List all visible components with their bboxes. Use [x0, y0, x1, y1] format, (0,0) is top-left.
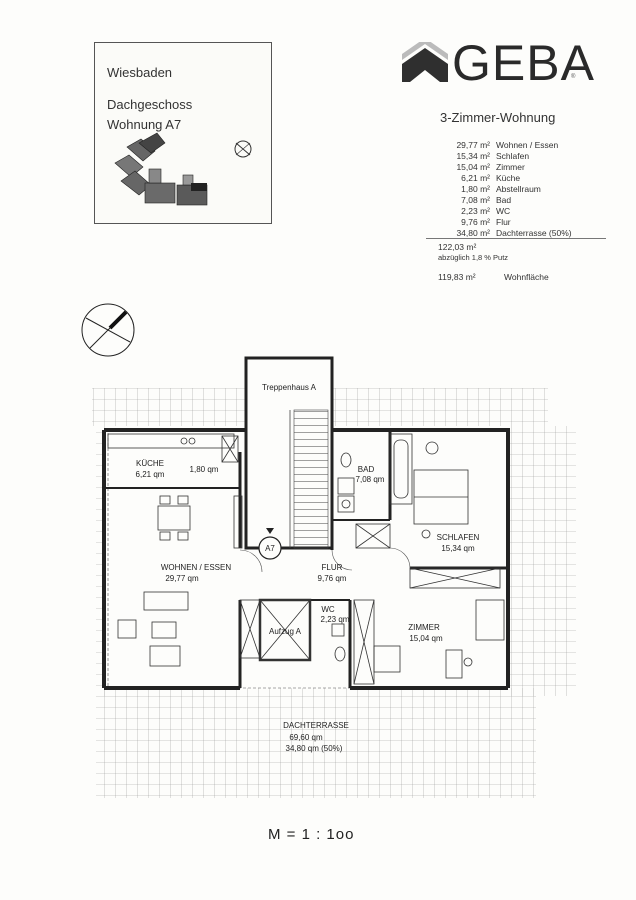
lift-wc [258, 598, 346, 662]
unit-badge-label: A7 [265, 544, 275, 553]
gross-total: 122,03 m² [438, 242, 477, 252]
stair-core [244, 356, 334, 550]
compass-small-icon [234, 140, 252, 158]
area-label: Schlafen [496, 151, 530, 161]
area-value: 6,21 m² [461, 173, 490, 183]
area-value: 15,34 m² [456, 151, 490, 161]
area-value: 1,80 m² [461, 184, 490, 194]
area-label: Dachterrasse (50%) [496, 228, 572, 238]
bedroom-name: SCHLAFEN [437, 533, 480, 542]
area-value: 15,04 m² [456, 162, 490, 172]
floor-plan: A7 Treppenhaus A KÜCHE 6,21 qm 1,80 qm B… [92, 356, 576, 798]
storage-area: 1,80 qm [190, 465, 219, 474]
geba-logo-icon [402, 42, 448, 82]
hall-area: 9,76 qm [318, 574, 347, 583]
door-swings [239, 547, 411, 573]
kitchen-name: KÜCHE [136, 459, 164, 468]
net-total-label: Wohnfläche [504, 272, 549, 282]
dining-table [157, 495, 191, 541]
bath-fixtures [337, 433, 413, 549]
room-name: ZIMMER [408, 623, 440, 632]
unit-badge-icon [258, 528, 282, 560]
area-row: 15,04 m² Zimmer [426, 162, 606, 173]
living-name: WOHNEN / ESSEN [161, 563, 231, 572]
lift-label: Aufzug A [269, 627, 302, 636]
area-row: 29,77 m² Wohnen / Essen [426, 140, 606, 151]
room-furniture [353, 599, 505, 685]
bedroom-furniture [409, 441, 501, 589]
area-value: 34,80 m² [456, 228, 490, 238]
area-label: Flur [496, 217, 511, 227]
terrace-area: 69,60 qm [289, 733, 323, 742]
area-label: Abstellraum [496, 184, 541, 194]
living-furniture [117, 591, 261, 667]
wc-name: WC [321, 605, 335, 614]
compass-icon [81, 303, 135, 357]
area-label: Bad [496, 195, 512, 205]
area-label: Wohnen / Essen [496, 140, 559, 150]
city-label: Wiesbaden [107, 65, 173, 80]
area-label: WC [496, 206, 511, 216]
kitchen-area: 6,21 qm [136, 470, 165, 479]
hall-name: FLUR [322, 563, 343, 572]
area-row: 2,23 m² WC [426, 206, 606, 217]
area-row: 9,76 m² Flur [426, 217, 606, 228]
area-value: 7,08 m² [461, 195, 490, 205]
unit-label: Wohnung A7 [107, 117, 182, 132]
building-footprint [114, 132, 208, 206]
area-row: 6,21 m² Küche [426, 173, 606, 184]
scale-label: M = 1 : 1oo [268, 826, 355, 843]
unit-a7-marker [191, 183, 207, 191]
bedroom-area: 15,34 qm [441, 544, 475, 553]
area-row: 7,08 m² Bad [426, 195, 606, 206]
terrace-tiles [92, 388, 576, 798]
stair-label: Treppenhaus A [262, 383, 317, 392]
bath-area: 7,08 qm [356, 475, 385, 484]
registered-mark: ® [571, 74, 576, 80]
brand-name: GEBA [452, 35, 595, 91]
net-total-value: 119,83 m² [438, 272, 476, 282]
area-label: Zimmer [496, 162, 525, 172]
kitchen-fixtures [107, 433, 243, 549]
area-row: 1,80 m² Abstellraum [426, 184, 606, 195]
room-area: 15,04 qm [409, 634, 443, 643]
key-plan-drawing [114, 132, 252, 206]
wc-area: 2,23 qm [321, 615, 350, 624]
area-row: 15,34 m² Schlafen [426, 151, 606, 162]
plaster-deduction: abzüglich 1,8 % Putz [438, 253, 509, 262]
area-value: 29,77 m² [456, 140, 490, 150]
terrace-half-area: 34,80 qm (50%) [286, 744, 343, 753]
area-label: Küche [496, 173, 521, 183]
area-value: 2,23 m² [461, 206, 490, 216]
area-row: 34,80 m² Dachterrasse (50%) [426, 228, 606, 239]
bath-name: BAD [358, 465, 375, 474]
floor-label: Dachgeschoss [107, 97, 193, 112]
area-value: 9,76 m² [461, 217, 490, 227]
total-divider [426, 238, 606, 239]
key-plan: Wiesbaden Dachgeschoss Wohnung A7 [94, 42, 272, 224]
living-area: 29,77 qm [165, 574, 199, 583]
apartment-type: 3-Zimmer-Wohnung [440, 110, 556, 125]
terrace-name: DACHTERRASSE [283, 721, 349, 730]
